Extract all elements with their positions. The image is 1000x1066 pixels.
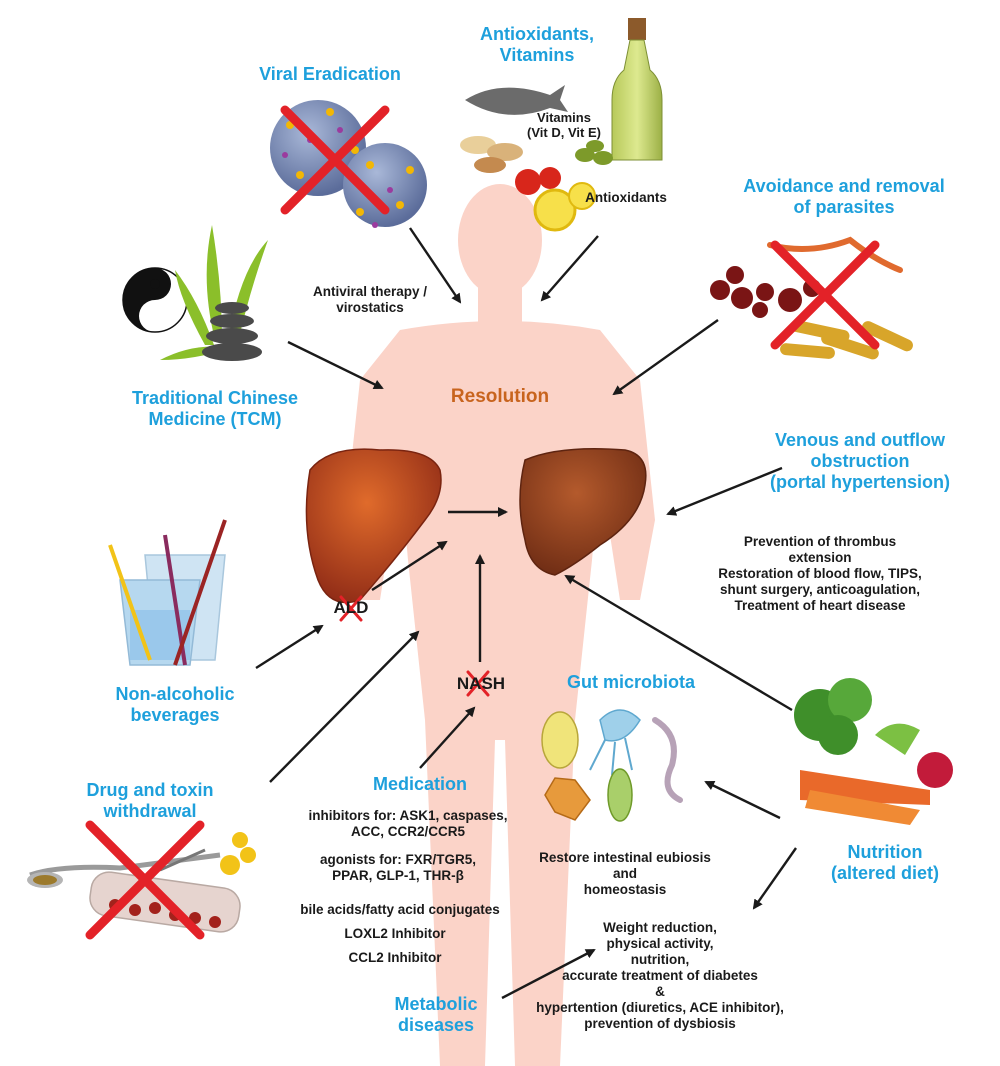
heading-gut-microbiota: Gut microbiota	[566, 672, 695, 692]
resolution-label: Resolution	[450, 386, 550, 407]
zen-stones-icon	[202, 302, 262, 361]
arrow-tcm	[287, 340, 384, 390]
arrow-antioxidants	[540, 235, 599, 302]
nash-cross-icon	[466, 670, 490, 697]
heading-tcm: Traditional Chinese Medicine (TCM)	[131, 388, 299, 430]
heading-drug-toxin-withdrawal: Drug and toxin withdrawal	[86, 780, 214, 822]
medication-inhibitors: inhibitors for: ASK1, caspases, ACC, CCR…	[308, 808, 508, 839]
gut-restore-note: Restore intestinal eubiosis and homeosta…	[539, 850, 711, 897]
medication-ccl2: CCL2 Inhibitor	[348, 950, 442, 965]
tomatoes-icon	[515, 167, 561, 195]
heading-nutrition: Nutrition (altered diet)	[830, 842, 940, 884]
arrow-venous	[666, 466, 783, 516]
venous-treatment-note: Prevention of thrombus extension Restora…	[718, 534, 922, 613]
arrow-medication	[419, 706, 476, 769]
heading-metabolic-diseases: Metabolic diseases	[394, 994, 478, 1036]
antiviral-therapy-note: Antiviral therapy / virostatics	[312, 284, 428, 315]
parasites-illustration	[710, 236, 913, 360]
arrow-drug	[269, 630, 420, 783]
metabolic-treatment-note: Weight reduction, physical activity, nut…	[536, 920, 784, 1031]
arrow-viral	[409, 227, 462, 304]
vegetables-illustration	[794, 678, 953, 825]
arrow-nutrition-metabolic	[752, 847, 797, 910]
lemon-icon	[533, 182, 596, 232]
nuts-icon	[460, 136, 523, 173]
arrow-nutrition-body	[564, 574, 793, 712]
diseased-liver-illustration	[305, 448, 442, 604]
heading-medication: Medication	[372, 774, 467, 794]
medication-bile-acids: bile acids/fatty acid conjugates	[300, 902, 500, 917]
yin-yang-icon	[122, 267, 188, 333]
ald-cross-icon	[339, 595, 363, 622]
healthy-liver-illustration	[519, 448, 647, 576]
arrow-beverages	[255, 624, 324, 670]
vitamins-note: Vitamins (Vit D, Vit E)	[527, 110, 601, 141]
heading-venous-obstruction: Venous and outflow obstruction (portal h…	[769, 430, 950, 493]
heading-antioxidants-vitamins: Antioxidants, Vitamins	[479, 24, 594, 66]
olives-icon	[575, 140, 613, 165]
medication-loxl2: LOXL2 Inhibitor	[344, 926, 446, 941]
microbes-illustration	[541, 709, 683, 822]
beverage-glasses-icon	[108, 519, 227, 666]
viral-cross-icon	[280, 105, 390, 215]
heading-parasites: Avoidance and removal of parasites	[743, 176, 945, 218]
arrow-parasites	[612, 319, 719, 396]
arrow-ald	[371, 540, 448, 592]
arrows	[255, 227, 797, 1000]
arrow-metabolic	[501, 948, 596, 1000]
olive-oil-bottle-icon	[611, 18, 663, 161]
medication-agonists: agonists for: FXR/TGR5, PPAR, GLP-1, THR…	[319, 852, 476, 883]
parasites-cross-icon	[770, 240, 880, 350]
antioxidants-note: Antioxidants	[585, 190, 667, 205]
drug-cross-icon	[85, 820, 205, 940]
fish-icon	[465, 85, 568, 115]
heading-viral-eradication: Viral Eradication	[259, 64, 401, 84]
nash-label: NASH	[456, 674, 506, 693]
heading-non-alcoholic-beverages: Non-alcoholic beverages	[115, 684, 235, 726]
arrow-nutrition-gut	[704, 780, 781, 820]
ald-label: ALD	[333, 598, 369, 617]
